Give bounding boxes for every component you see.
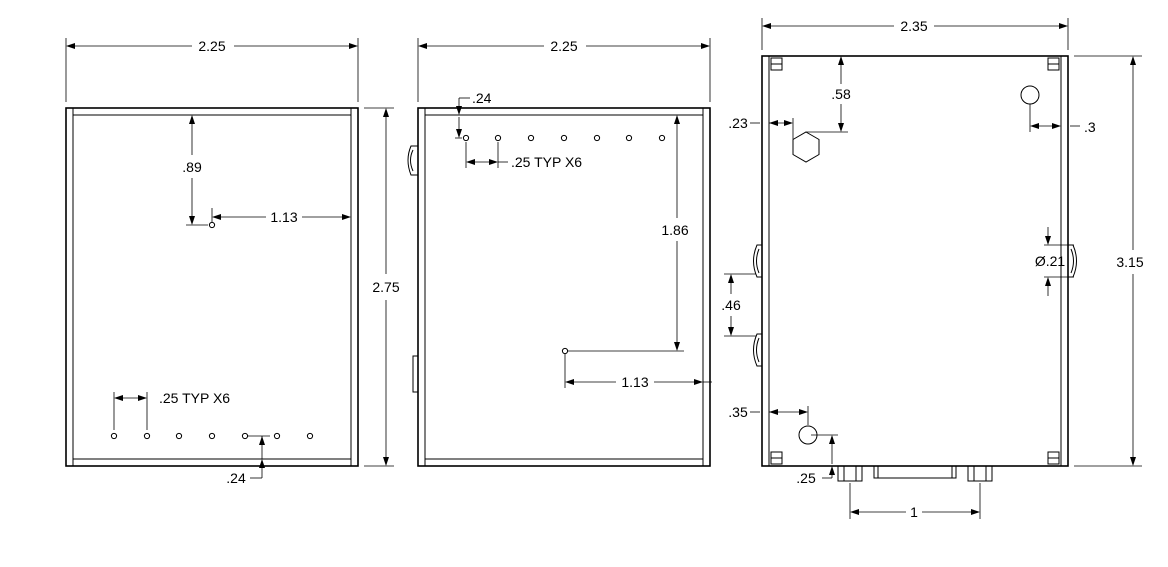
right-connector-spacing-dimension: 1	[849, 483, 981, 520]
left-bottom-offset-label: .24	[226, 470, 246, 486]
middle-lower-hole	[561, 347, 569, 355]
middle-spacing-label: .25 TYP X6	[511, 154, 582, 170]
right-hex-left-dimension: .23	[728, 115, 794, 139]
right-hole-left-dimension: .35	[728, 404, 809, 425]
right-hole-left-label: .35	[728, 404, 748, 420]
right-view: 2.35 3.15 .58 .23	[721, 18, 1144, 520]
middle-hole-horizontal-dimension: 1.13	[564, 354, 712, 390]
right-tab-spacing-label: .46	[721, 297, 741, 313]
right-hex-top-label: .58	[831, 86, 851, 102]
middle-view-outline	[417, 107, 711, 467]
right-bottom-connectors	[837, 465, 993, 482]
left-hole-vertical-label: .89	[182, 159, 202, 175]
right-tab-spacing-dimension: .46	[721, 273, 756, 337]
right-diameter-label: Ø.21	[1035, 253, 1066, 269]
left-view-outline	[65, 107, 359, 467]
middle-top-offset-dimension: .24	[455, 90, 492, 139]
right-width-label: 2.35	[900, 18, 927, 34]
right-upper-hole	[1020, 85, 1040, 105]
left-width-label: 2.25	[198, 38, 225, 54]
right-corner-tabs	[770, 57, 1060, 465]
left-spacing-dimension: .25 TYP X6	[113, 390, 230, 430]
left-hole-horizontal-dimension: 1.13	[211, 208, 351, 225]
right-width-dimension: 2.35	[761, 18, 1069, 50]
middle-width-dimension: 2.25	[417, 38, 711, 102]
right-hole-right-label: .3	[1084, 119, 1096, 135]
left-hole-horizontal-label: 1.13	[270, 209, 297, 225]
left-height-dimension: 2.75	[364, 107, 400, 467]
left-spacing-label: .25 TYP X6	[159, 390, 230, 406]
middle-spacing-dimension: .25 TYP X6	[465, 142, 582, 170]
right-bottom-offset-dimension: .25	[796, 434, 838, 486]
middle-hole-vertical-dimension: 1.86	[568, 115, 689, 352]
left-center-hole	[208, 221, 216, 229]
middle-width-label: 2.25	[550, 38, 577, 54]
left-bottom-offset-dimension: .24	[226, 435, 270, 486]
left-view: 2.25 2.75 .89 1.13	[65, 38, 400, 486]
right-hex-nut	[792, 131, 820, 163]
right-bottom-offset-label: .25	[796, 470, 816, 486]
right-hex-left-label: .23	[728, 115, 748, 131]
right-left-latch-lower	[753, 333, 762, 367]
middle-side-latch	[407, 145, 418, 176]
middle-hole-row	[462, 134, 666, 142]
right-height-label: 3.15	[1116, 254, 1143, 270]
right-hex-top-dimension: .58	[806, 56, 851, 133]
right-height-dimension: 3.15	[1074, 55, 1144, 467]
middle-side-tab	[412, 355, 419, 393]
left-height-label: 2.75	[372, 279, 399, 295]
left-width-dimension: 2.25	[65, 38, 359, 102]
middle-hole-vertical-label: 1.86	[661, 222, 688, 238]
right-hole-right-dimension: .3	[1029, 104, 1096, 135]
right-left-latch-upper	[753, 244, 762, 278]
right-connector-spacing-label: 1	[910, 504, 918, 520]
right-view-outline	[761, 55, 1069, 467]
left-hole-vertical-dimension: .89	[182, 115, 208, 226]
left-hole-row	[110, 432, 314, 440]
middle-view: 2.25 .24 .25 TYP X6	[407, 38, 712, 467]
middle-hole-horizontal-label: 1.13	[621, 374, 648, 390]
right-diameter-dimension: Ø.21	[1035, 227, 1074, 296]
right-right-latch	[1068, 244, 1077, 278]
middle-top-offset-label: .24	[472, 90, 492, 106]
